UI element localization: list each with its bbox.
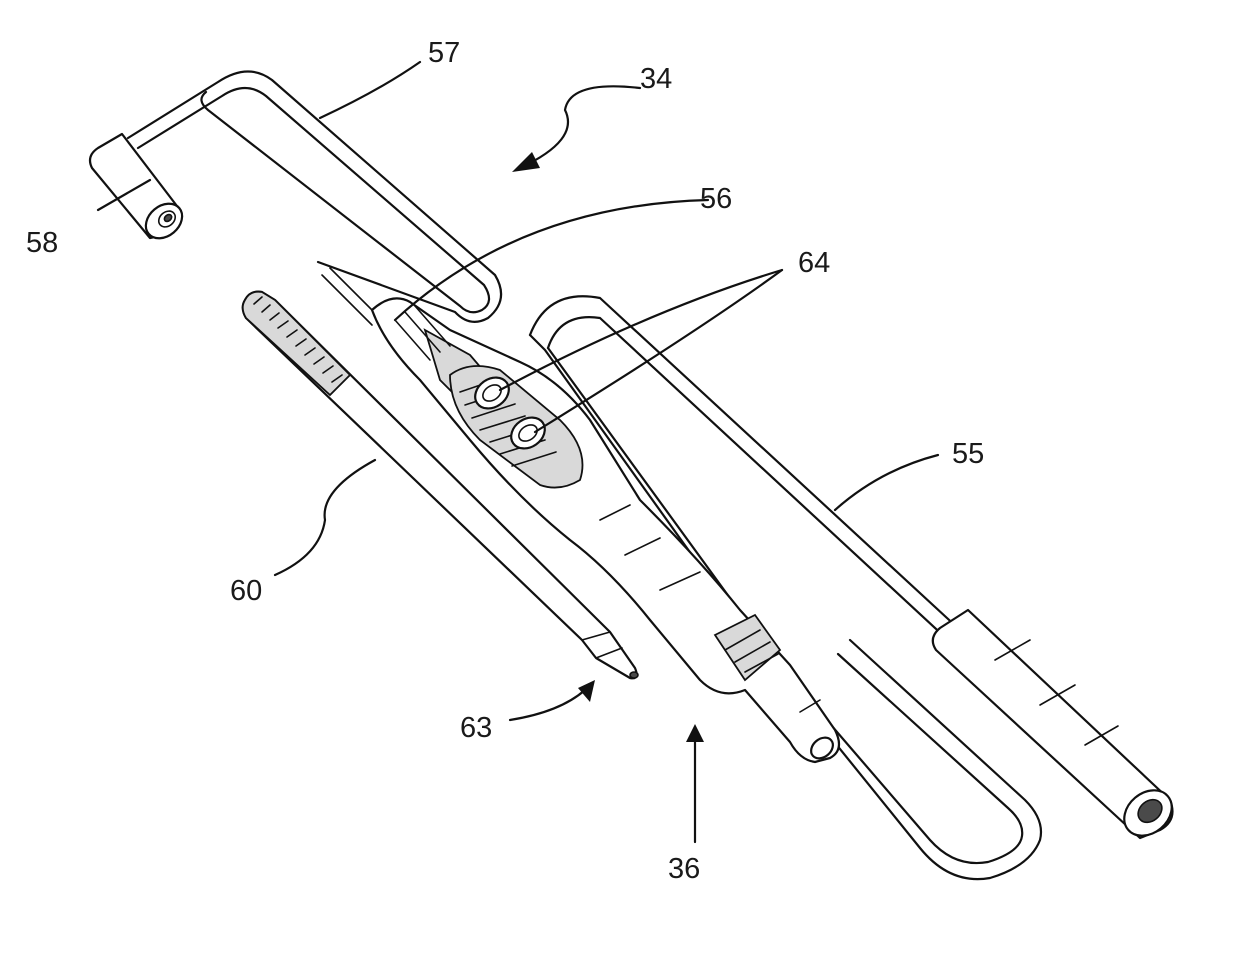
- leader-57: [320, 62, 420, 118]
- cable-55-connector: [933, 610, 1181, 845]
- cable-55: [530, 296, 1041, 879]
- leader-34: [520, 86, 640, 168]
- label-55: 55: [952, 438, 984, 470]
- label-56: 56: [700, 183, 732, 215]
- arrow-36: [686, 724, 704, 742]
- cable-57: [128, 71, 501, 325]
- connector-58: [90, 134, 189, 245]
- arrow-63: [578, 680, 595, 702]
- leader-56: [395, 200, 708, 320]
- label-64: 64: [798, 247, 830, 279]
- leader-63: [510, 690, 585, 720]
- label-58: 58: [26, 227, 58, 259]
- leader-60: [275, 460, 375, 575]
- label-57: 57: [428, 37, 460, 69]
- label-36: 36: [668, 853, 700, 885]
- label-34: 34: [640, 63, 672, 95]
- label-60: 60: [230, 575, 262, 607]
- handpiece-body: [372, 298, 839, 762]
- leader-55: [835, 455, 938, 510]
- arrow-34: [512, 152, 540, 172]
- label-63: 63: [460, 712, 492, 744]
- leader-64a: [500, 270, 782, 390]
